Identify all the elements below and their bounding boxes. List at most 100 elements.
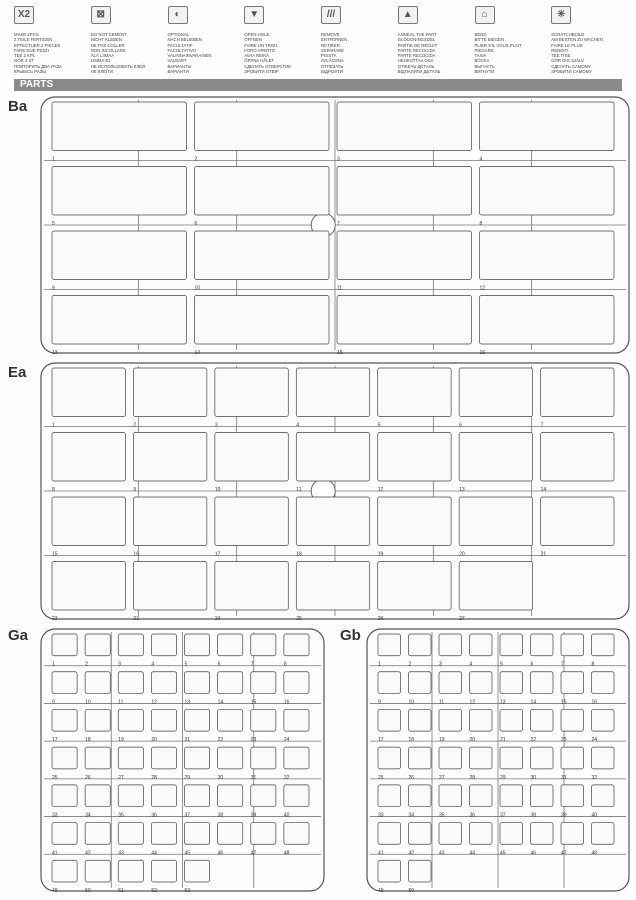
sprue-part [217,709,244,732]
part-number: 39 [251,813,257,819]
sprue-part [51,671,78,694]
sprue-part [51,746,78,770]
sprue-part [214,496,289,546]
legend-text: VALINNAINVARAINEN [167,53,212,59]
part-number: 4 [480,157,483,163]
part-number: 10 [215,487,221,493]
part-number: 2 [409,662,412,668]
legend-text: ВЫГНУТЬ [474,63,495,69]
sprue-part [408,709,432,732]
sprue-frame [40,96,630,354]
part-number: 11 [439,699,444,705]
part-number: 49 [378,888,384,892]
sprue-part [560,784,584,807]
part-number: 11 [337,286,342,292]
sprue-part [283,709,310,732]
part-number: 14 [195,350,201,354]
part-number: 22 [531,737,537,743]
legend-text: ВАРІАНТИ [167,69,189,75]
sprue-part [184,709,210,732]
sprue-part [214,432,289,482]
legend-text: СДЕЛАТЬ ОТВЕРСТИЕ [244,63,292,69]
sprue-part [84,746,111,770]
sprue-part [151,784,177,807]
legend-text: ÖPPNA HÅLET [244,58,275,64]
sprue-part [151,746,177,770]
part-number: 8 [52,487,55,493]
sprue-part [458,496,533,546]
sprue-label-ba: Ba [8,98,28,115]
legend-text: ОТЖЕЧЬ ДЕТАЛЬ [397,63,435,69]
sprue-part [469,671,493,694]
sprue-part [377,561,452,611]
sprue-frame [40,628,325,892]
part-number: 22 [218,737,224,743]
part-number: 5 [500,662,503,668]
legend-text: ВІДПАЛИТИ ДЕТАЛЬ [397,69,441,75]
legend-text: GÖR 2 ST [14,58,35,64]
sprue-part [117,709,144,732]
legend-text: LIMMA EJ [90,58,111,64]
legend-text: ЗРОБИТИ ОТВІР [244,69,279,75]
sprue-part [499,709,523,732]
part-number: 1 [52,662,55,668]
sprue-part [469,709,493,732]
part-number: 23 [251,737,257,743]
sprue-part [117,633,144,657]
legend-text: AM BESTEN ZU MACHEN [551,37,603,43]
part-number: 23 [561,737,567,743]
legend-text: POISTA [321,53,337,59]
part-number: 52 [151,888,157,892]
part-number: 32 [284,775,290,781]
sprue-part [377,784,401,807]
sprue-part [479,166,615,216]
legend-text: BEND [474,32,487,37]
part-number: 35 [118,813,124,819]
legend-text: MAKE 2pcs [14,32,39,37]
part-number: 10 [409,699,415,705]
part-number: 7 [251,662,254,668]
sprue-part [560,746,584,770]
part-number: 41 [378,850,384,856]
sprue-part [51,633,78,657]
part-number: 25 [296,616,302,620]
sprue-part [336,101,472,151]
part-number: 27 [459,616,465,620]
legend-text: ВІДРІЗАТИ [321,69,343,75]
sprue-part [336,230,472,280]
legend-text: FAIRE LE PLUS [551,42,583,48]
sprue-part [84,709,111,732]
part-number: 42 [409,850,415,856]
part-number: 26 [409,775,415,781]
sprue-part [479,230,615,280]
part-number: 4 [151,662,154,668]
part-number: 10 [85,699,91,705]
sprue-part [51,166,187,216]
legend-text: EFFECTUER 2 PIECES [14,42,61,48]
part-number: 24 [284,737,290,743]
part-number: 28 [151,775,157,781]
legend-text: RENDITI [551,47,569,53]
part-number: 30 [218,775,224,781]
part-number: 15 [251,699,257,705]
part-number: 16 [480,350,486,354]
part-number: 50 [85,888,91,892]
part-number: 18 [85,737,91,743]
sprue-part [184,859,210,883]
legend-text: NON INCOLLARE [90,47,126,53]
part-number: 2 [85,662,88,668]
legend-text: PARTE RECOCIDA [397,53,436,59]
scratchbuild-icon: ✳ [551,6,572,24]
sprue-part [117,671,144,694]
sprue-part [377,709,401,732]
sprue-part [84,671,111,694]
part-number: 28 [470,775,476,781]
part-number: 41 [52,850,58,856]
sprue-part [377,859,401,883]
sprue-part [458,561,533,611]
legend-text: FACOLTATIVO [167,47,197,53]
part-number: 3 [439,662,442,668]
